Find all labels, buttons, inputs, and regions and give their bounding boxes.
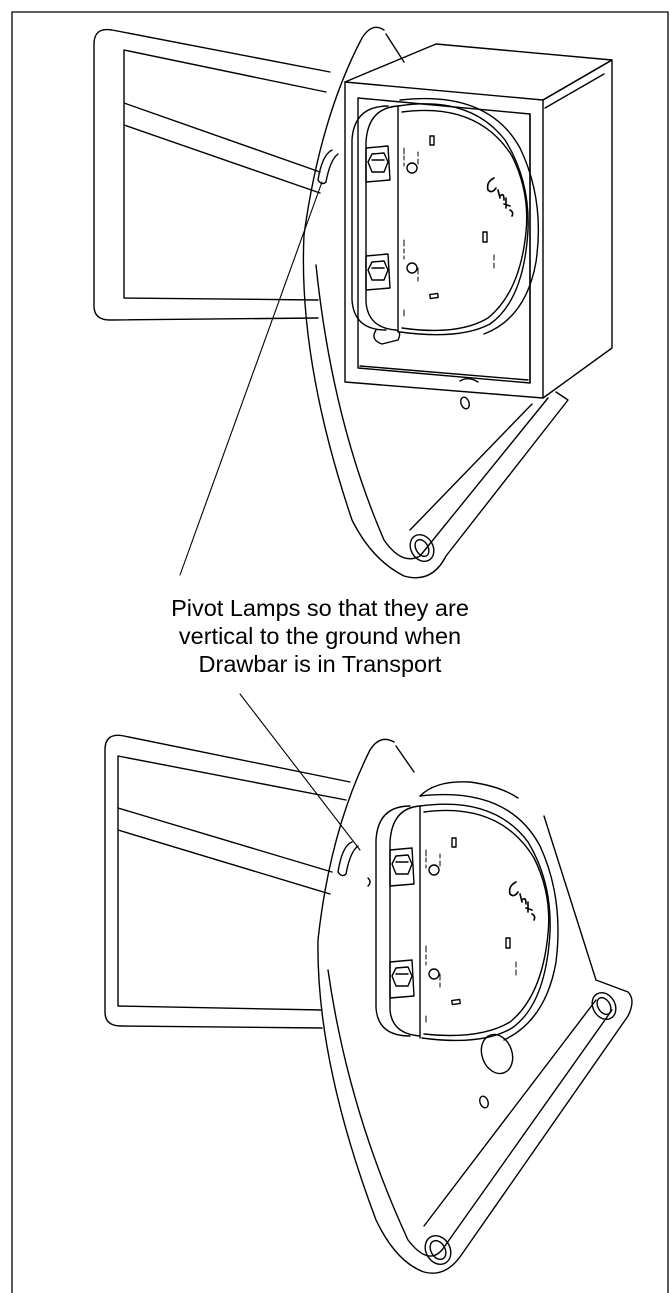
bottom-bracket-hole-lower xyxy=(424,1234,452,1266)
bottom-lamp xyxy=(375,781,559,1042)
bottom-drawbar xyxy=(104,734,351,1029)
callout-line-1: Pivot Lamps so that they are xyxy=(171,595,469,621)
top-lamp-logo xyxy=(486,177,514,217)
top-lamp-bolt-lower xyxy=(365,253,391,291)
bottom-pivot-slot xyxy=(337,841,359,877)
top-assembly xyxy=(93,26,613,579)
page-border xyxy=(11,11,669,1293)
top-bracket-hole xyxy=(409,533,435,563)
bottom-bracket xyxy=(317,738,633,1274)
top-pivot-slot xyxy=(317,149,339,185)
bottom-leader-line xyxy=(239,693,361,851)
bottom-assembly xyxy=(104,693,633,1274)
top-bracket-small-hole xyxy=(460,396,470,410)
bottom-lamp-logo xyxy=(508,881,536,921)
top-drawbar xyxy=(93,28,331,321)
bottom-lamp-markings xyxy=(425,849,517,1023)
callout-line-2: vertical to the ground when xyxy=(178,623,462,649)
top-leader-line xyxy=(179,181,323,576)
top-lamp-housing xyxy=(344,43,613,399)
callout-line-3: Drawbar is in Transport xyxy=(198,651,442,677)
bottom-bracket-hole-right xyxy=(591,991,617,1021)
top-lamp-markings xyxy=(403,147,495,317)
top-bracket xyxy=(302,26,569,579)
pivot-instruction-callout: Pivot Lamps so that they are vertical to… xyxy=(60,594,580,678)
top-lamp xyxy=(351,97,540,345)
top-lamp-bolt-upper xyxy=(365,145,391,183)
bottom-lamp-bolt-lower xyxy=(389,959,415,999)
bottom-bracket-small-hole xyxy=(479,1095,489,1109)
bottom-lamp-bolt-upper xyxy=(389,847,415,887)
bottom-bracket-round-hole xyxy=(480,1033,514,1075)
